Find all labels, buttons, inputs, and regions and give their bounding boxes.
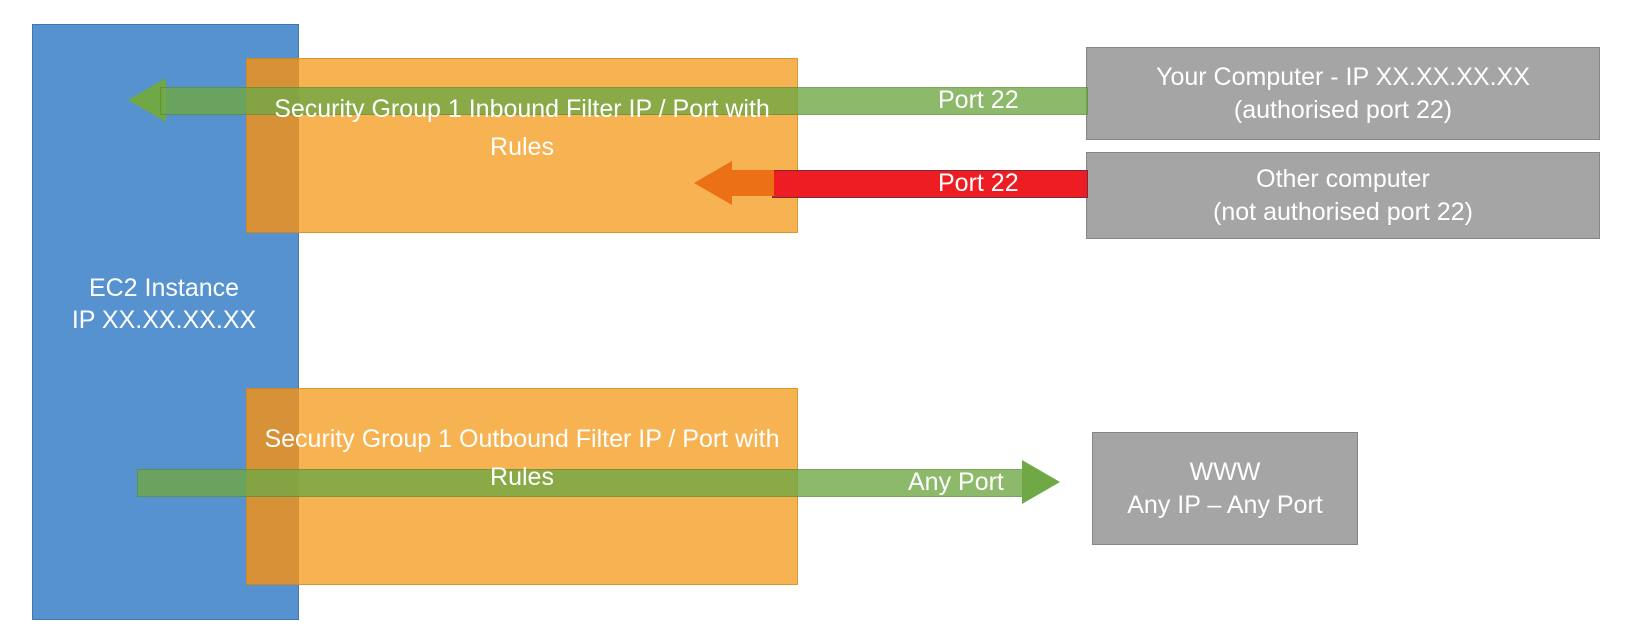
outbound-allowed-port-label: Any Port <box>908 468 1004 496</box>
inbound-allowed-arrow-head-icon <box>128 78 166 122</box>
inbound-blocked-arrow-body <box>730 170 774 196</box>
inbound-blocked-flow-bar <box>772 170 1088 198</box>
outbound-allowed-flow-bar <box>137 469 1025 497</box>
outbound-allowed-arrow-head-icon <box>1022 460 1060 504</box>
endpoint-www-box: WWW Any IP – Any Port <box>1092 432 1358 545</box>
overlap-shade-inbound <box>246 58 299 233</box>
inbound-blocked-arrow-head-icon <box>694 161 732 205</box>
endpoint-your-computer-box: Your Computer - IP XX.XX.XX.XX (authoris… <box>1086 47 1600 140</box>
endpoint-other-computer-box: Other computer (not authorised port 22) <box>1086 152 1600 239</box>
inbound-allowed-flow-bar <box>160 87 1088 115</box>
security-group-inbound-box <box>246 58 798 233</box>
ec2-instance-label: EC2 Instance IP XX.XX.XX.XX <box>71 274 257 334</box>
inbound-allowed-port-label: Port 22 <box>938 86 1019 114</box>
inbound-blocked-port-label: Port 22 <box>938 169 1019 197</box>
